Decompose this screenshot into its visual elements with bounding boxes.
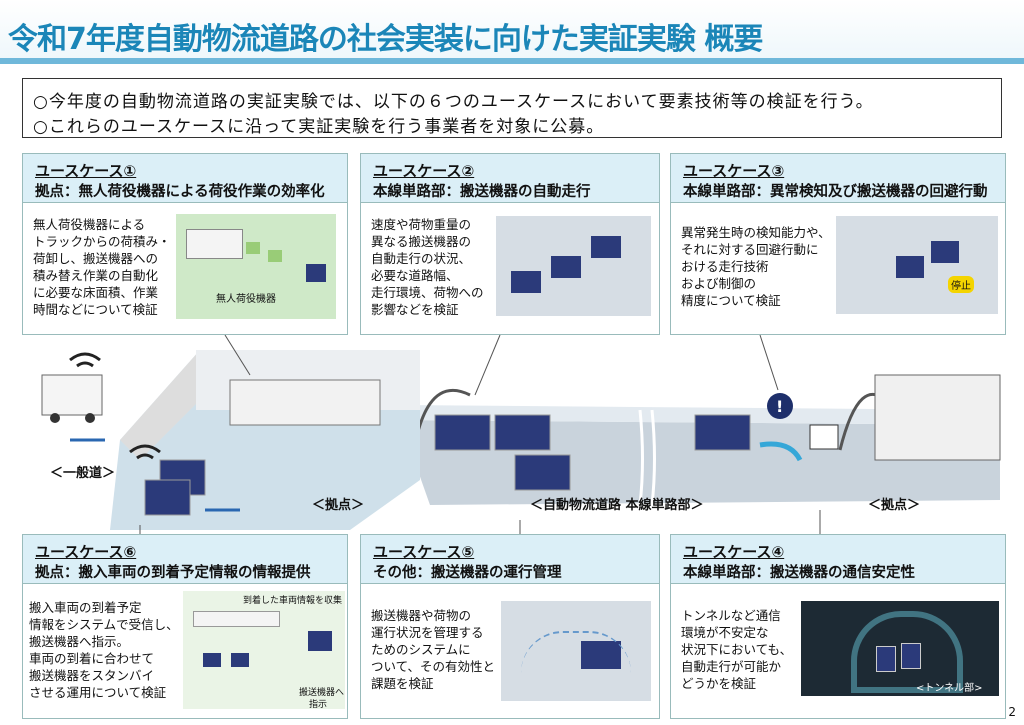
card-header: ユースケース⑤ その他：搬送機器の運行管理 bbox=[361, 535, 659, 584]
card-header: ユースケース① 拠点：無人荷役機器による荷役作業の効率化 bbox=[23, 154, 347, 203]
wifi-icon bbox=[69, 352, 101, 362]
case-subtitle: 拠点：搬入車両の到着予定情報の情報提供 bbox=[35, 565, 311, 581]
cart bbox=[514, 454, 571, 491]
case-label: ユースケース⑥ bbox=[35, 543, 137, 561]
case-label: ユースケース② bbox=[373, 162, 475, 180]
card-header: ユースケース② 本線単路部：搬送機器の自動走行 bbox=[361, 154, 659, 203]
use-case-card-5: ユースケース⑤ その他：搬送機器の運行管理 搬送機器や荷物の 運行状況を管理する… bbox=[360, 534, 660, 719]
case-description: 異常発生時の検知能力や、 それに対する回避行動に おける走行技術 および制御の … bbox=[681, 225, 831, 308]
base-right-label: ＜拠点＞ bbox=[868, 498, 921, 513]
cart bbox=[144, 479, 191, 516]
svg-text:!: ! bbox=[776, 397, 783, 416]
card-header: ユースケース③ 本線単路部：異常検知及び搬送機器の回避行動 bbox=[671, 154, 1005, 203]
case-illustration bbox=[496, 216, 651, 316]
page-title: 令和7年度自動物流道路の社会実装に向けた実証実験 概要 bbox=[8, 22, 763, 57]
case-illustration: 停止 bbox=[836, 216, 998, 314]
case-illustration bbox=[501, 601, 651, 701]
card-header: ユースケース④ 本線単路部：搬送機器の通信安定性 bbox=[671, 535, 1005, 584]
illus-label: 無人荷役機器 bbox=[216, 294, 276, 305]
use-case-card-6: ユースケース⑥ 拠点：搬入車両の到着予定情報の情報提供 搬入車両の到着予定 情報… bbox=[22, 534, 348, 719]
truck-base bbox=[229, 379, 381, 426]
illus-label-1: 到着した車両情報を収集 bbox=[243, 596, 343, 606]
case-label: ユースケース③ bbox=[683, 162, 785, 180]
title-band bbox=[0, 0, 1024, 60]
illus-label-3: 指示 bbox=[309, 700, 328, 709]
title-rule bbox=[0, 58, 1024, 64]
case-label: ユースケース④ bbox=[683, 543, 785, 561]
illus-label-2: 搬送機器へ bbox=[299, 688, 345, 698]
stop-sign: 停止 bbox=[948, 276, 974, 293]
base-building-right bbox=[874, 374, 1001, 461]
case-description: 無人荷役機器による トラックからの荷積み・ 荷卸し、搬送機器への 積み替え作業の… bbox=[33, 217, 171, 317]
case-subtitle: 本線単路部：搬送機器の自動走行 bbox=[373, 184, 591, 200]
case-illustration: 無人荷役機器 bbox=[176, 214, 336, 319]
case-illustration: <トンネル部> bbox=[801, 601, 999, 696]
logistics-scene: ! bbox=[41, 334, 1001, 540]
case-description: 搬入車両の到着予定 情報をシステムで受信し、 搬送機器へ指示。 車両の到着に合わ… bbox=[29, 600, 179, 700]
intro-line-2: ○これらのユースケースに沿って実証実験を行う事業者を対象に公募。 bbox=[33, 117, 605, 137]
case-subtitle: その他：搬送機器の運行管理 bbox=[373, 565, 562, 581]
use-case-card-3: ユースケース③ 本線単路部：異常検知及び搬送機器の回避行動 異常発生時の検知能力… bbox=[670, 153, 1006, 335]
intro-line-1: ○今年度の自動物流道路の実証実験では、以下の６つのユースケースにおいて要素技術等… bbox=[33, 92, 874, 112]
base-left-label: ＜拠点＞ bbox=[312, 498, 365, 513]
use-case-card-1: ユースケース① 拠点：無人荷役機器による荷役作業の効率化 無人荷役機器による ト… bbox=[22, 153, 348, 335]
cart bbox=[434, 414, 491, 451]
case-label: ユースケース① bbox=[35, 162, 137, 180]
wifi-icon bbox=[129, 444, 161, 454]
page-number: 2 bbox=[1008, 705, 1016, 719]
main-road-label: ＜自動物流道路 本線単路部＞ bbox=[530, 498, 704, 513]
use-case-card-2: ユースケース② 本線単路部：搬送機器の自動走行 速度や荷物重量の 異なる搬送機器… bbox=[360, 153, 660, 335]
case-subtitle: 本線単路部：異常検知及び搬送機器の回避行動 bbox=[683, 184, 988, 200]
case-description: トンネルなど通信 環境が不安定な 状況下においても、 自動走行が可能か どうかを… bbox=[681, 608, 793, 691]
cart bbox=[694, 414, 751, 451]
case-subtitle: 本線単路部：搬送機器の通信安定性 bbox=[683, 565, 915, 581]
base-wall bbox=[120, 350, 200, 460]
use-case-card-4: ユースケース④ 本線単路部：搬送機器の通信安定性 トンネルなど通信 環境が不安定… bbox=[670, 534, 1006, 719]
cart bbox=[494, 414, 551, 451]
case-description: 速度や荷物重量の 異なる搬送機器の 自動走行の状況、 必要な道路幅、 走行環境、… bbox=[371, 217, 484, 317]
section-break bbox=[638, 409, 656, 506]
general-road-label: ＜一般道＞ bbox=[50, 466, 116, 481]
package-icon bbox=[809, 424, 839, 450]
card-header: ユースケース⑥ 拠点：搬入車両の到着予定情報の情報提供 bbox=[23, 535, 347, 584]
avoid-arrow bbox=[759, 441, 803, 462]
intro-box: ○今年度の自動物流道路の実証実験では、以下の６つのユースケースにおいて要素技術等… bbox=[22, 78, 1002, 138]
illus-label: <トンネル部> bbox=[916, 683, 983, 694]
case-description: 搬送機器や荷物の 運行状況を管理する ためのシステムに ついて、その有効性と 課… bbox=[371, 608, 496, 691]
case-label: ユースケース⑤ bbox=[373, 543, 475, 561]
case-illustration: 到着した車両情報を収集 搬送機器へ 指示 bbox=[183, 591, 345, 709]
truck-left bbox=[41, 374, 103, 416]
case-subtitle: 拠点：無人荷役機器による荷役作業の効率化 bbox=[35, 184, 325, 200]
warning-icon bbox=[767, 393, 793, 419]
